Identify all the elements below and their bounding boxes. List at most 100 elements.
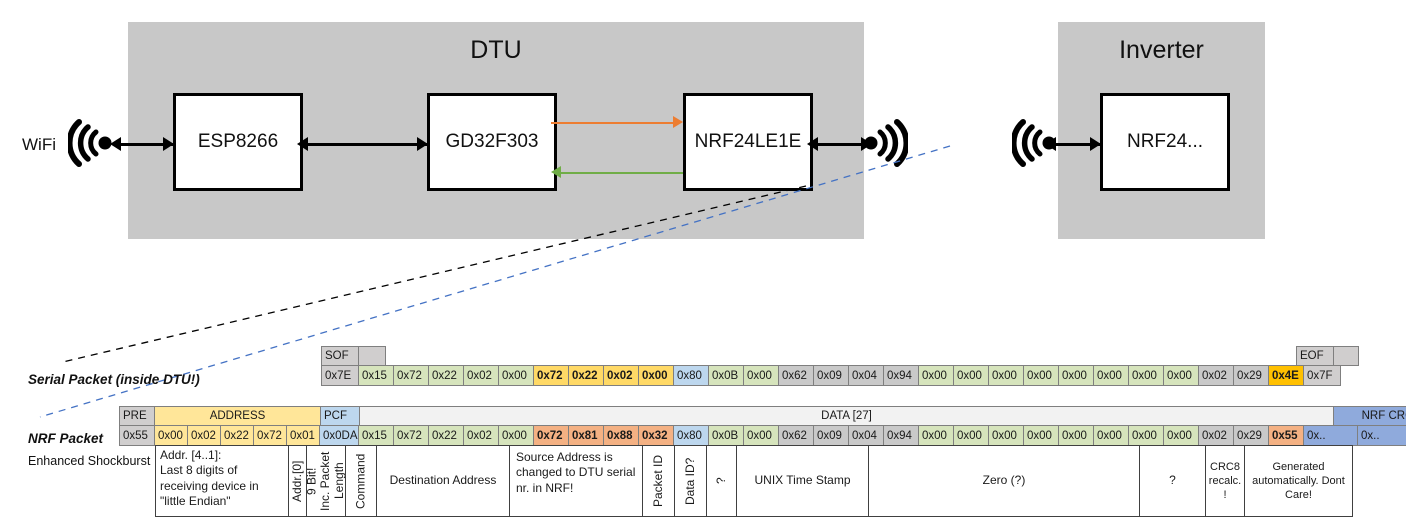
serial-byte-cell: 0x00	[498, 365, 534, 386]
nrf-byte-cell: 0x0B	[708, 425, 744, 446]
desc-zero: Zero (?)	[868, 445, 1140, 517]
nrf-byte-cell: 0x00	[1023, 425, 1059, 446]
serial-eof-header-spacer	[1333, 346, 1359, 366]
nrf-address-byte-cell: 0x01	[286, 425, 320, 446]
nrf-byte-cell: 0x00	[1093, 425, 1129, 446]
nrf-pcf-value: 0x0DA	[319, 425, 359, 446]
arrowhead-right-tx	[673, 116, 683, 128]
nrf-byte-cell: 0x02	[1198, 425, 1234, 446]
serial-byte-cell: 0x72	[393, 365, 429, 386]
nrf-byte-cell: 0x00	[743, 425, 779, 446]
nrf-header-row: PRE ADDRESS PCF DATA [27] NRF CRC	[119, 406, 1406, 426]
block-diagram: DTU Inverter ESP8266 GD32F303 NRF24LE1E …	[22, 22, 1265, 239]
nrf-address-byte-cell: 0x72	[253, 425, 287, 446]
chip-esp8266[interactable]: ESP8266	[173, 93, 303, 191]
desc-unknown-2: ?	[1139, 445, 1206, 517]
arrowhead-left-nrf	[807, 137, 818, 151]
nrf-byte-cell: 0x00	[918, 425, 954, 446]
serial-sof-header: SOF	[321, 346, 359, 366]
nrf-byte-cell: 0x02	[463, 425, 499, 446]
serial-byte-cell: 0x00	[1023, 365, 1059, 386]
serial-byte-cell: 0x04	[848, 365, 884, 386]
nrf-byte-cell: 0x32	[638, 425, 674, 446]
arrowhead-right-gd32	[417, 137, 428, 151]
nrf-byte-cell: 0x04	[848, 425, 884, 446]
serial-byte-cell: 0x94	[883, 365, 919, 386]
serial-byte-cell: 0x29	[1233, 365, 1269, 386]
link-nrf-gd32-rx	[561, 172, 683, 174]
nrf-crc-byte-cell: 0x..	[1357, 425, 1406, 446]
arrowhead-right-inv-nrf	[1090, 137, 1101, 151]
serial-byte-cell: 0x00	[1093, 365, 1129, 386]
nrf-byte-cell: 0x22	[428, 425, 464, 446]
nrf-address-byte-cell: 0x22	[220, 425, 254, 446]
dtu-title: DTU	[470, 36, 522, 64]
desc-source-address: Source Address is changed to DTU serial …	[509, 445, 643, 517]
nrf-address-header: ADDRESS	[154, 406, 321, 426]
serial-eof-header-row: EOF	[1296, 346, 1359, 366]
nrf-byte-cell: 0x72	[393, 425, 429, 446]
serial-eof-header: EOF	[1296, 346, 1334, 366]
serial-sof-value: 0x7E	[321, 365, 359, 386]
chip-gd32f303[interactable]: GD32F303	[427, 93, 557, 191]
link-gd32-nrf-tx	[551, 122, 675, 124]
nrf-byte-cell: 0x88	[603, 425, 639, 446]
serial-byte-cell: 0x00	[918, 365, 954, 386]
desc-unknown-1: ?	[706, 445, 737, 517]
desc-unix-timestamp: UNIX Time Stamp	[736, 445, 869, 517]
nrf-byte-cell: 0x72	[533, 425, 569, 446]
chip-nrf24le1e[interactable]: NRF24LE1E	[683, 93, 813, 191]
nrf-byte-cell: 0x00	[988, 425, 1024, 446]
nrf-byte-cell: 0x15	[358, 425, 394, 446]
nrf-address-byte-cell: 0x00	[154, 425, 188, 446]
desc-address: Addr. [4..1]: Last 8 digits of receiving…	[155, 445, 289, 517]
link-esp-gd32	[300, 143, 427, 146]
inverter-title: Inverter	[1119, 36, 1204, 64]
nrf-byte-cell: 0x94	[883, 425, 919, 446]
nrf-byte-cell: 0x00	[1128, 425, 1164, 446]
nrf-byte-cell: 0x00	[498, 425, 534, 446]
nrf-crc-header: NRF CRC	[1333, 406, 1406, 426]
serial-byte-cell: 0x15	[358, 365, 394, 386]
desc-crc8: CRC8 recalc. !	[1205, 445, 1245, 517]
inverter-enclosure: Inverter	[1058, 22, 1265, 239]
packet-tables: Serial Packet (inside DTU!) NRF Packet E…	[0, 340, 1406, 523]
serial-byte-cell: 0x00	[743, 365, 779, 386]
nrf-byte-cell: 0x55	[1268, 425, 1304, 446]
arrowhead-left-esp	[297, 137, 308, 151]
arrowhead-left-wifi	[110, 137, 121, 151]
desc-packet-id: Packet ID	[642, 445, 675, 517]
serial-byte-cell: 0x00	[638, 365, 674, 386]
serial-byte-cell: 0x80	[673, 365, 709, 386]
nrf-byte-cell: 0x00	[1058, 425, 1094, 446]
nrf-byte-cell: 0x09	[813, 425, 849, 446]
nrf-byte-cell: 0x80	[673, 425, 709, 446]
nrf-byte-cell: 0x00	[953, 425, 989, 446]
serial-byte-cell: 0x09	[813, 365, 849, 386]
serial-byte-cell: 0x00	[1058, 365, 1094, 386]
nrf-packet-sublabel: Enhanced Shockburst	[28, 454, 151, 468]
link-nrf-antenna	[810, 143, 872, 146]
arrowhead-right-esp	[163, 137, 174, 151]
serial-byte-cell: 0x02	[1198, 365, 1234, 386]
serial-byte-cell: 0x00	[953, 365, 989, 386]
arrowhead-right-antenna	[861, 137, 872, 151]
nrf-byte-cell: 0x81	[568, 425, 604, 446]
nrf-byte-cell: 0x00	[1163, 425, 1199, 446]
nrf-pre-header: PRE	[119, 406, 155, 426]
wifi-antenna-icon	[66, 118, 116, 173]
serial-byte-cell: 0x22	[568, 365, 604, 386]
serial-byte-cell: 0x00	[1128, 365, 1164, 386]
serial-header-row: SOF	[321, 346, 386, 366]
nrf-crc-byte-cell: 0x..	[1303, 425, 1358, 446]
serial-byte-cell: 0x22	[428, 365, 464, 386]
chip-nrf24-inverter[interactable]: NRF24...	[1100, 93, 1230, 191]
desc-destination-address: Destination Address	[376, 445, 510, 517]
nrf-byte-cell: 0x62	[778, 425, 814, 446]
serial-packet-label: Serial Packet (inside DTU!)	[28, 372, 200, 387]
nrf-description-row: Addr. [4..1]: Last 8 digits of receiving…	[155, 445, 1353, 517]
desc-command: Command	[345, 445, 377, 517]
link-antenna-inverter-nrf	[1048, 143, 1100, 146]
